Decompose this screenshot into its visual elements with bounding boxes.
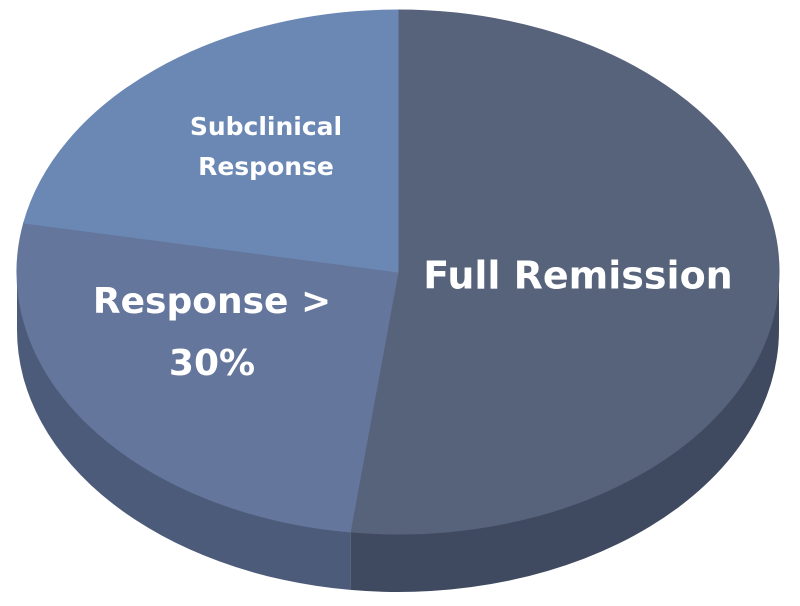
pie-label-line: Response: [198, 152, 334, 181]
pie-label-response-30: Response > 30%: [93, 281, 331, 384]
pie-label-line: Subclinical: [190, 112, 342, 141]
pie-label-full-remission: Full Remission: [423, 254, 732, 298]
pie-slice-side-response-30: [17, 272, 351, 590]
pie-top-faces: [16, 9, 780, 535]
pie-slice-response-30: [16, 222, 399, 533]
pie-slice-full-remission: [349, 9, 780, 535]
pie-slice-side-full-remission: [350, 272, 779, 593]
pie-label-line: Full Remission: [423, 254, 732, 298]
pie-label-line: 30%: [169, 343, 255, 384]
pie-slice-subclinical-response: [23, 9, 399, 273]
pie-label-line: Response >: [93, 281, 331, 322]
pie-side-walls: [17, 272, 779, 593]
